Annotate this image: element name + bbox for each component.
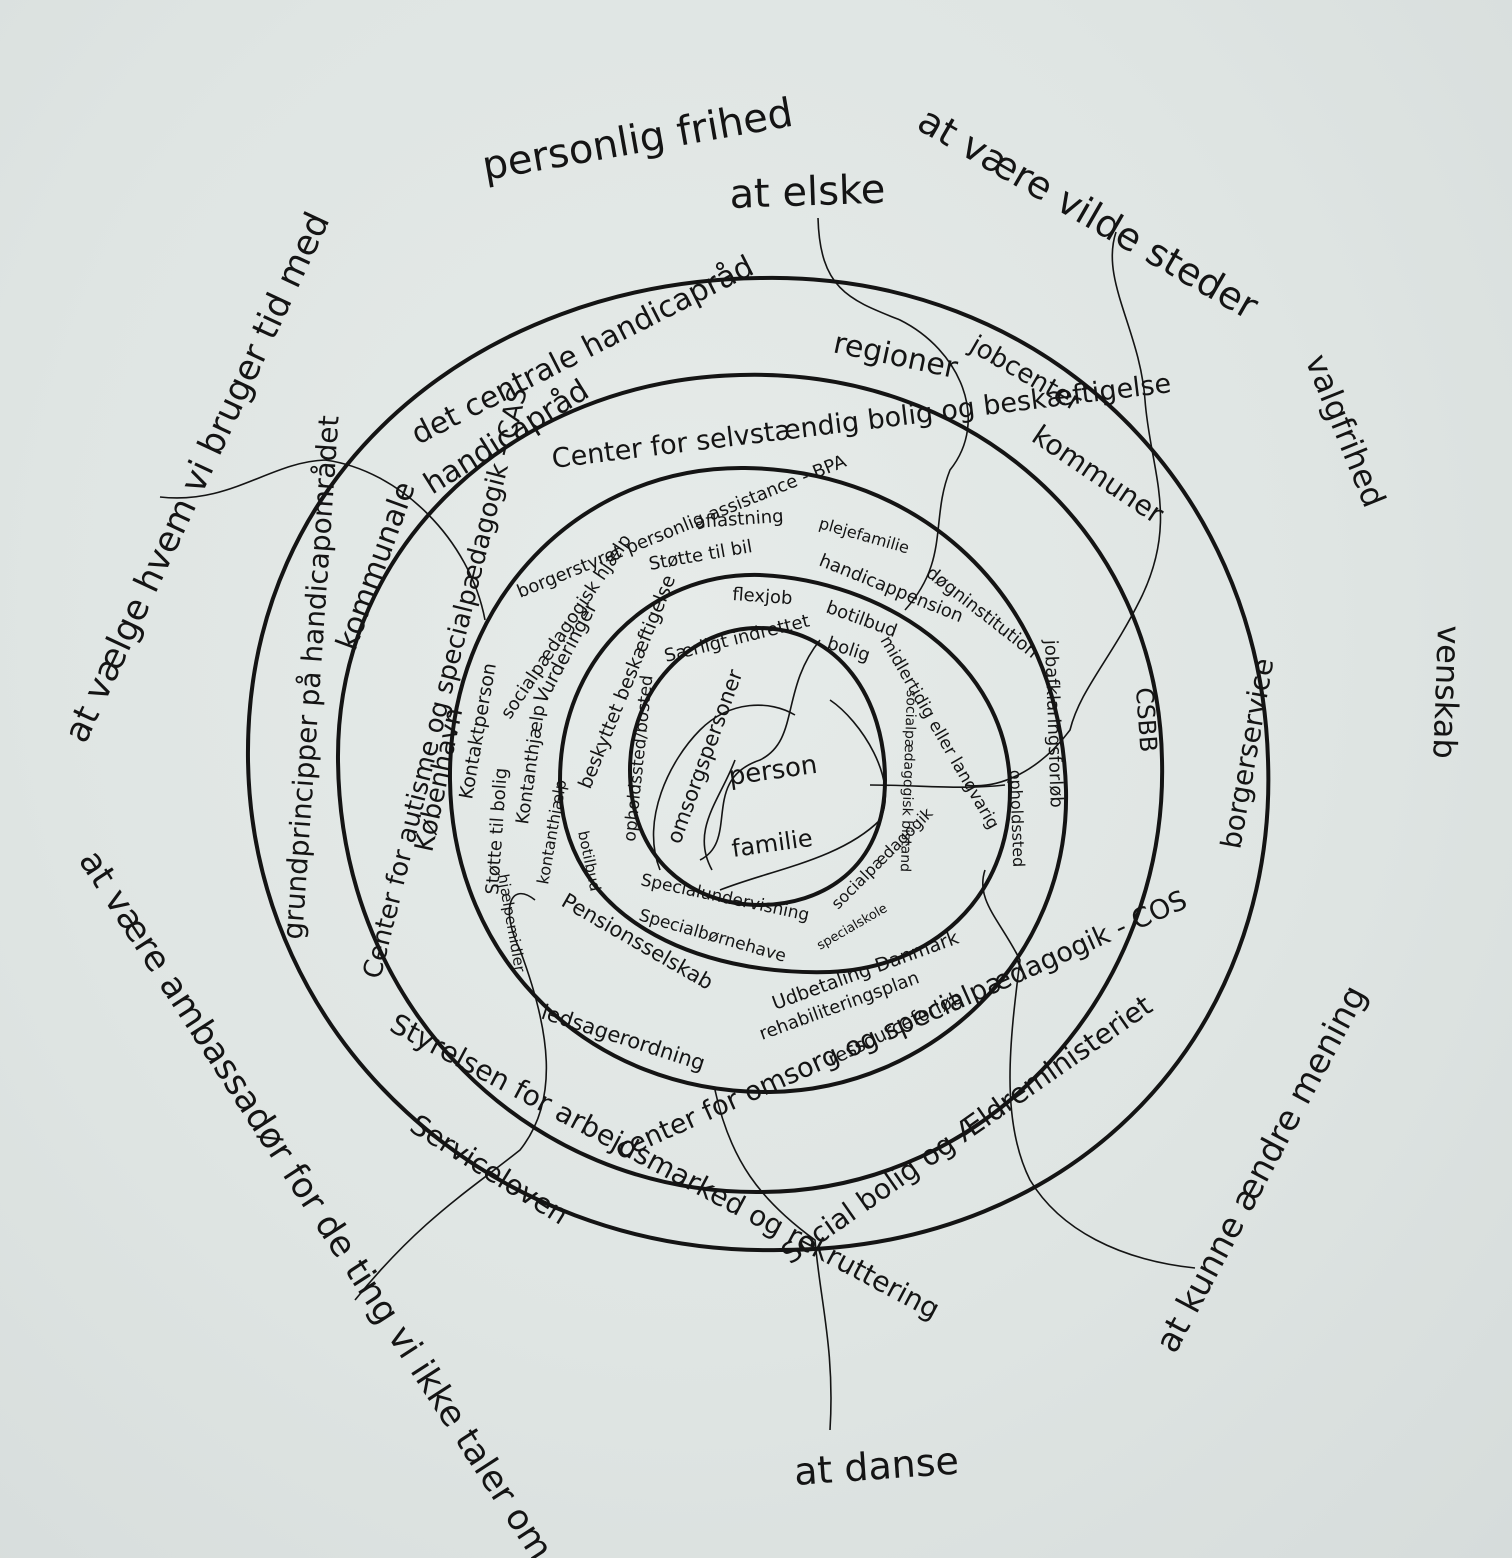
ring-inner (557, 572, 1013, 975)
label-kommunale: kommunale (330, 477, 423, 655)
label-kontanthjaelp-b: kontanthjælp (533, 778, 570, 886)
connector-danse (714, 1089, 832, 1431)
ring-third (335, 372, 1165, 1195)
label-flexjob: flexjob (732, 584, 794, 609)
outer-venskab: venskab (1425, 625, 1468, 760)
label-person: person (727, 750, 819, 792)
label-grundprincipper: grundprincipper på handicapområdet (276, 414, 346, 940)
label-csbb: CSBB (1130, 686, 1162, 753)
outer-vilde-steder: at være vilde steder (911, 98, 1266, 329)
outer-aendre-mening: at kunne ændre mening (1148, 979, 1376, 1359)
label-plejefamilie: plejefamilie (817, 514, 912, 558)
label-serviceloven: Serviceloven (404, 1108, 574, 1231)
ring-outer (245, 275, 1271, 1253)
label-kontanthjaelp: Kontanthjælp (512, 704, 550, 826)
connector-core-4 (703, 759, 736, 871)
connector-elske (817, 217, 969, 611)
ring-core (627, 625, 888, 908)
label-saerligt-indrettet: Særligt indrettet (662, 610, 812, 666)
label-jobafklaring: jobafklaringsforløb (1040, 638, 1067, 808)
outer-danse: at danse (793, 1439, 961, 1494)
label-familie: familie (730, 824, 814, 863)
core-labels: person familie omsorgspersoner (662, 666, 819, 863)
connector-core-2 (719, 699, 887, 891)
label-opholdssted-b: opholdssted (1006, 769, 1028, 867)
connector-core-3 (652, 704, 796, 871)
label-bolig: bolig (824, 633, 872, 667)
label-omsorgspersoner: omsorgspersoner (662, 666, 747, 847)
label-hjaelpemidler: hjælpemidler (494, 873, 529, 975)
connector-aendre (981, 869, 1196, 1269)
connector-core-5 (869, 784, 1006, 789)
outer-values: personlig frihed at elske at være vilde … (57, 90, 1468, 1558)
outer-valgfrihed: valgfrihed (1298, 349, 1394, 513)
outer-ambassador: at være ambassadør for de ting vi ikke t… (70, 843, 560, 1558)
outer-at-elske: at elske (729, 167, 886, 218)
connector-vilde (964, 231, 1162, 787)
label-socialpaed-bistand: socialpædagogisk bistand (897, 690, 919, 872)
connector-core-1 (699, 639, 821, 861)
label-centrale-handicapraad: det centrale handicapråd (406, 249, 760, 452)
label-borgerservice: borgerservice (1214, 656, 1280, 852)
label-regioner: regioner (830, 326, 961, 387)
connector-serviceloven (354, 893, 548, 1301)
label-pensionsselskab: Pensionsselskab (558, 889, 718, 995)
ring-second (447, 465, 1069, 1095)
label-midlertidig: midlertidig eller langvarig (876, 633, 1003, 833)
label-kommuner: kommuner (1026, 418, 1170, 530)
connector-vaelge (159, 459, 486, 621)
label-ledsagerordning: ledsagerordning (538, 1000, 708, 1076)
label-social-bolig-aeldre: Social bolig og Ældreministeriet (775, 989, 1158, 1271)
connection-lines (159, 217, 1196, 1431)
label-specialskole: specialskole (815, 901, 891, 953)
rings (245, 275, 1271, 1253)
